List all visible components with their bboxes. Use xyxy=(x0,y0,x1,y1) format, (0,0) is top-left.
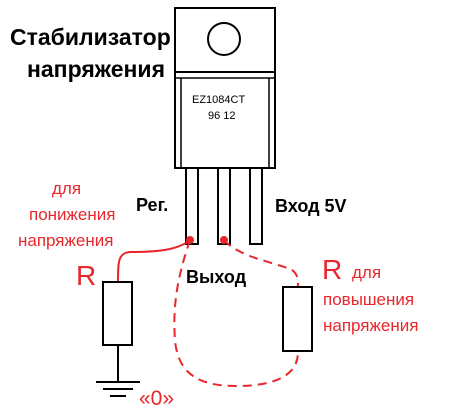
title-line-1: Стабилизатор xyxy=(10,24,171,50)
left-note-line-2: понижения xyxy=(29,205,116,224)
title-line-2: напряжения xyxy=(27,56,165,82)
adj-wire xyxy=(117,239,191,283)
pin-label-output: Выход xyxy=(186,267,247,287)
resistor-left-label: R xyxy=(76,260,97,291)
resistor-right-label: R xyxy=(322,254,343,285)
right-note-line-1: для xyxy=(352,263,382,282)
regulator-tab xyxy=(174,7,276,73)
chip-marking-line-1: EZ1084CT xyxy=(192,94,246,106)
ground-label: «0» xyxy=(139,387,175,410)
regulator-pins xyxy=(185,167,263,245)
regulator-body xyxy=(174,71,276,169)
left-note-line-3: напряжения xyxy=(18,231,114,250)
pin-adj xyxy=(185,167,199,245)
chip-marking-line-2: 96 12 xyxy=(208,110,236,122)
right-note-line-2: повышения xyxy=(323,290,415,309)
pin-output xyxy=(217,167,231,245)
output-to-right-wire xyxy=(223,239,299,288)
adj-to-ground-wire xyxy=(173,239,299,388)
left-note-line-1: для xyxy=(52,179,82,198)
pin-input xyxy=(249,167,263,245)
ground-icon xyxy=(96,381,140,397)
resistor-left xyxy=(102,281,133,346)
pin-label-adj: Рег. xyxy=(136,195,169,215)
pin-label-input: Вход 5V xyxy=(275,196,347,216)
right-note-line-3: напряжения xyxy=(323,316,419,335)
resistor-right xyxy=(282,286,313,352)
